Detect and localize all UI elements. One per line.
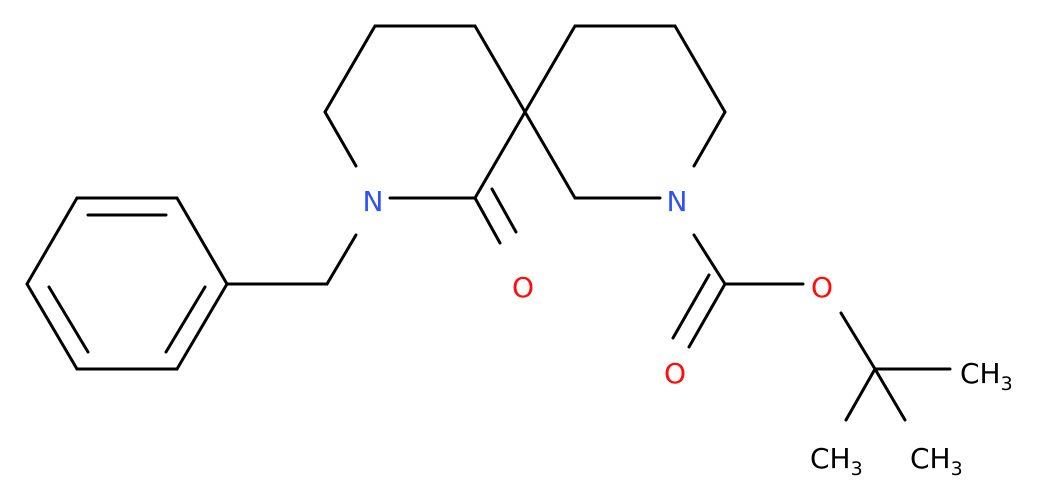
- oxygen-ester-label: O: [811, 271, 833, 304]
- carbonyl-double-bond: [687, 282, 727, 349]
- methyl-bottom-right-label: CH3: [910, 442, 963, 480]
- ring-bond: [323, 110, 358, 168]
- carbamate-ring: [523, 24, 727, 200]
- ring-bond: [473, 110, 527, 200]
- benzene-bond: [25, 196, 79, 286]
- ring-bond: [673, 24, 727, 114]
- ketone-double-bond: [473, 196, 502, 245]
- benzene-inner-bond: [47, 285, 90, 354]
- benzene-inner-bond: [164, 285, 207, 354]
- tbu-methyl-bond: [873, 367, 907, 422]
- oxygen-carbonyl-label: O: [664, 357, 686, 390]
- benzene-bond: [175, 282, 229, 371]
- nitrogen-carbamate-label: N: [667, 185, 688, 218]
- lactam-ring: [323, 24, 527, 200]
- ester-o-tbu-bond: [839, 311, 877, 371]
- carbonyl-double-bond: [671, 273, 711, 340]
- benzene-bond: [25, 282, 79, 371]
- ring-bond: [523, 110, 577, 200]
- ring-bond: [692, 110, 727, 168]
- oxygen-ketone-label: O: [512, 271, 534, 304]
- n-carbonyl-bond: [692, 233, 727, 286]
- methyl-bottom-left-label: CH3: [810, 442, 863, 480]
- ring-bond: [473, 24, 527, 114]
- benzene-bond: [175, 196, 229, 286]
- methyl-right-label: CH3: [960, 357, 1013, 395]
- ring-bond: [323, 24, 377, 114]
- benzene-ring: [25, 196, 229, 371]
- ring-bond: [523, 24, 577, 114]
- tbu-methyl-bond: [844, 367, 877, 422]
- nitrogen-lactam-label: N: [363, 185, 384, 218]
- benzyl-n-bond: [325, 233, 358, 286]
- ketone-double-bond: [490, 187, 518, 234]
